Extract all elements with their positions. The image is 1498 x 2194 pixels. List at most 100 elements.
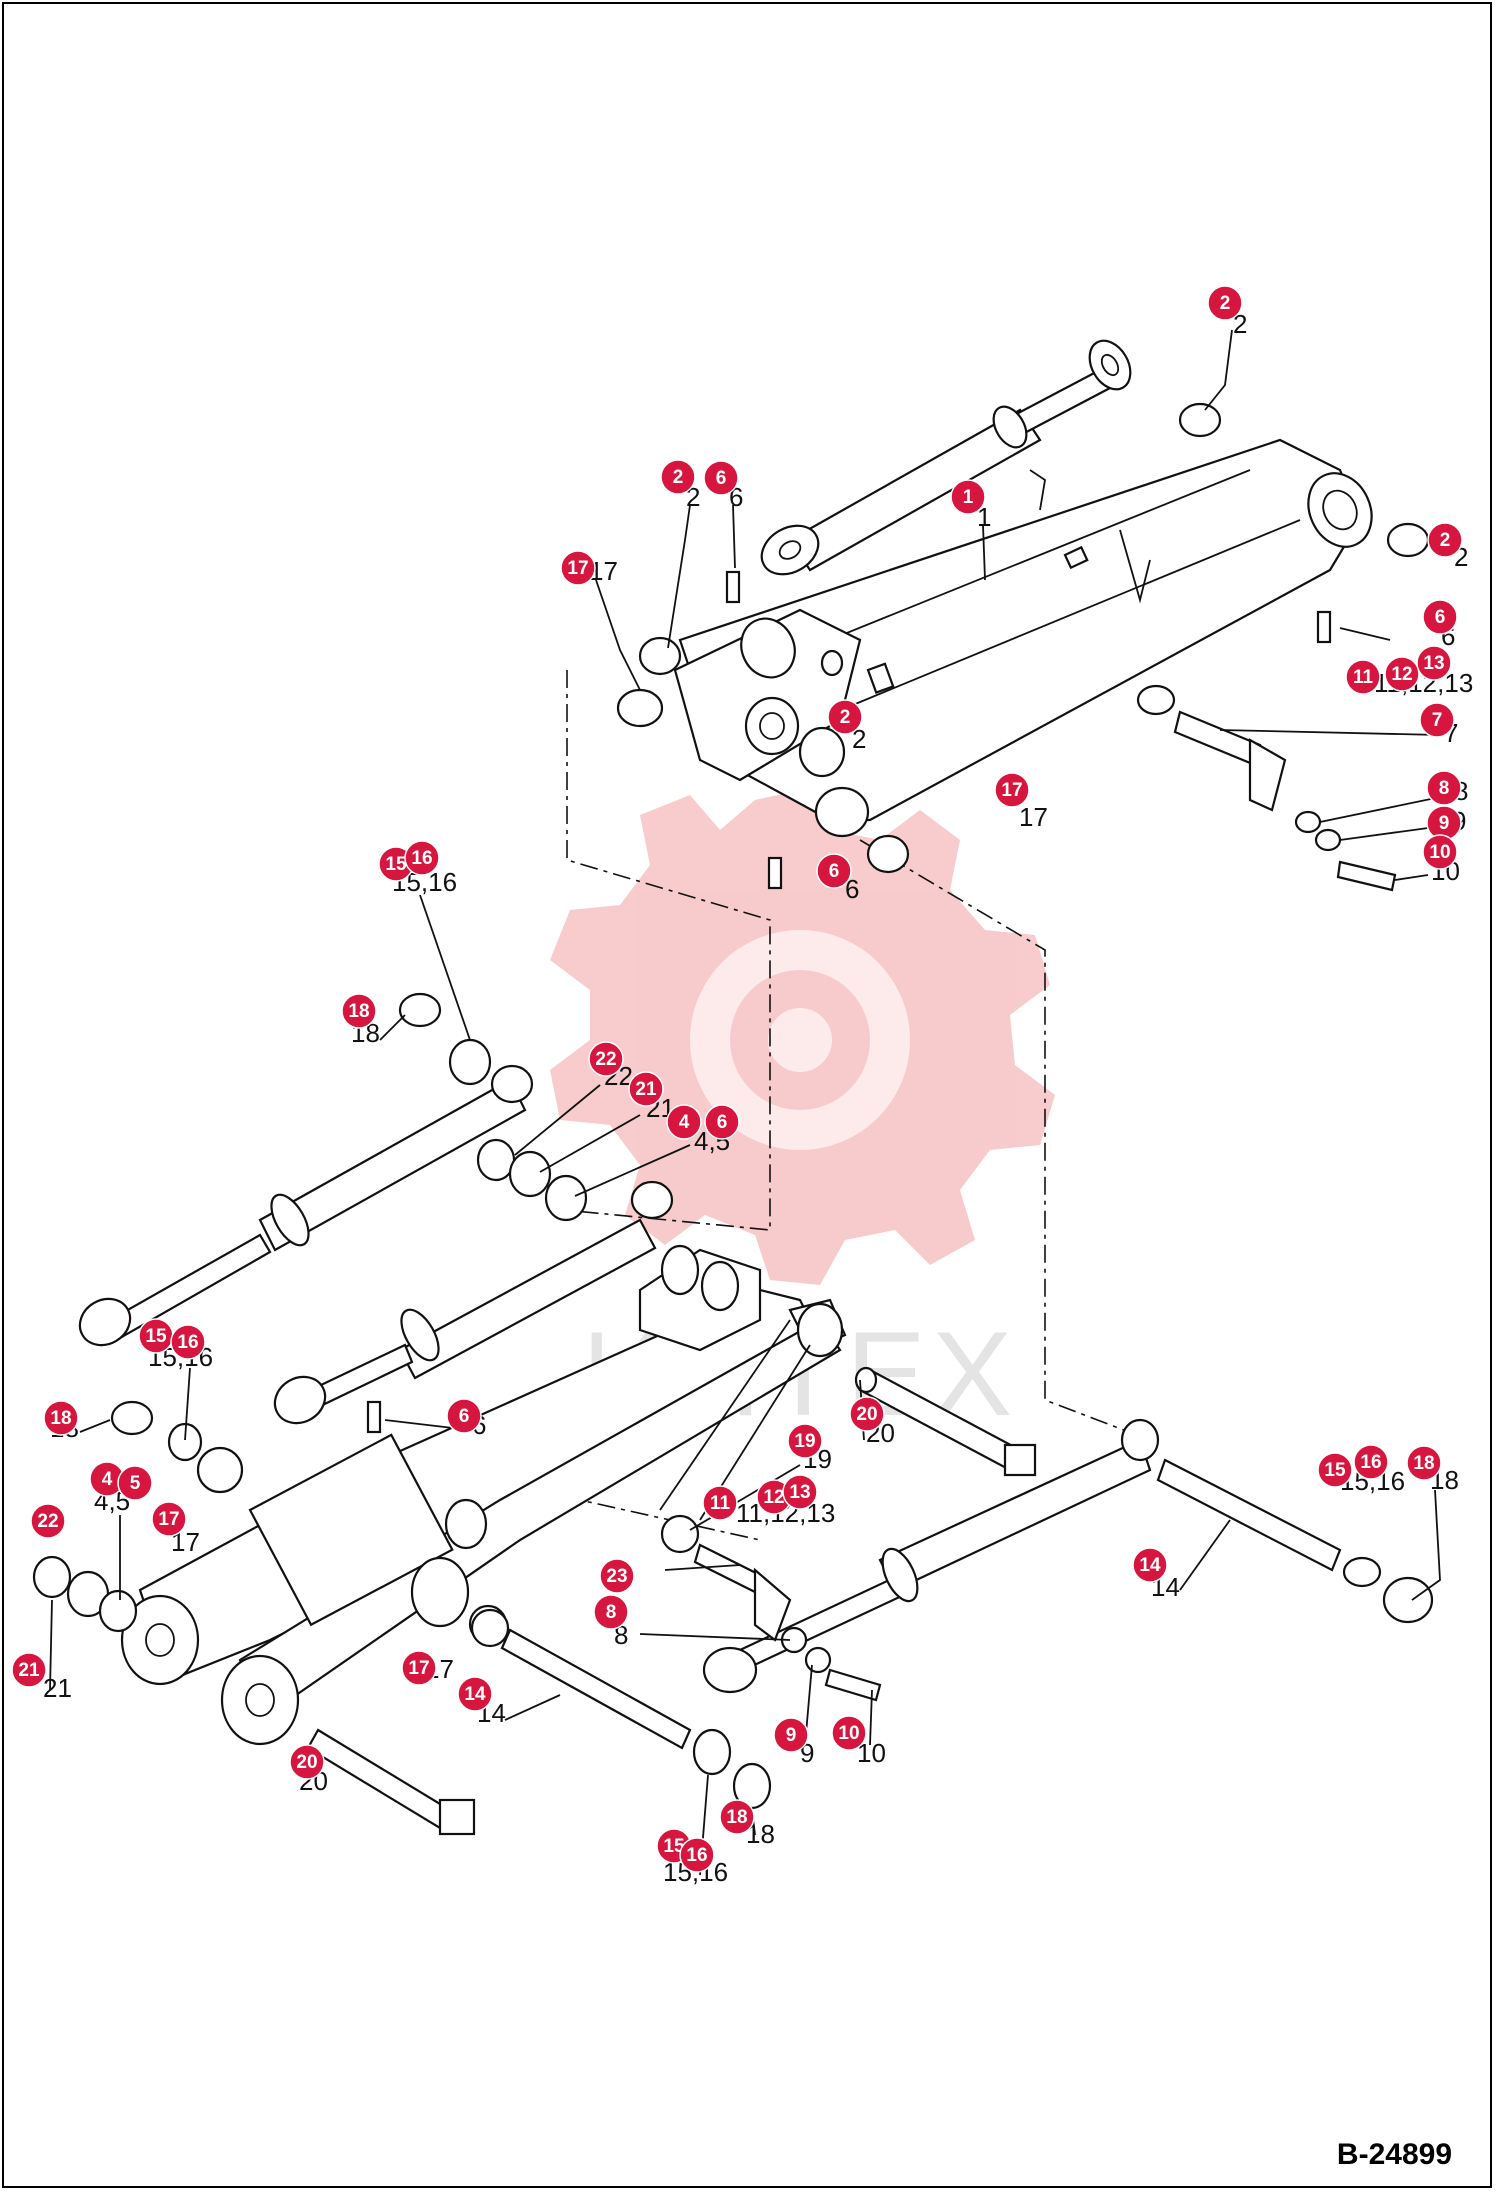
callout-badge: [117, 1465, 153, 1501]
callout-number: 10: [1429, 842, 1450, 863]
callout-c14a[interactable]: 14: [1132, 1547, 1168, 1583]
callout-c5[interactable]: 5: [117, 1465, 153, 1501]
callout-badge: [1422, 834, 1458, 870]
callout-c16c[interactable]: 16: [1353, 1444, 1389, 1480]
callout-badge: [994, 772, 1030, 808]
callout-number: 2: [1440, 530, 1451, 551]
callout-c6b[interactable]: 6: [1422, 599, 1458, 635]
callout-number: 16: [177, 1332, 198, 1353]
callout-c2d[interactable]: 2: [827, 699, 863, 735]
callout-c6a[interactable]: 6: [703, 460, 739, 496]
part-label-l6c: 6: [845, 874, 859, 904]
callout-number: 14: [1139, 1555, 1161, 1576]
callout-c6c[interactable]: 6: [816, 853, 852, 889]
callout-badge: [1345, 659, 1381, 695]
callout-c21a[interactable]: 21: [628, 1071, 664, 1107]
callout-c15b[interactable]: 15: [138, 1318, 174, 1354]
callout-c14b[interactable]: 14: [457, 1676, 493, 1712]
callout-c17b[interactable]: 17: [994, 772, 1030, 808]
lower-arm-assembly: [32, 992, 1434, 1836]
callout-c19[interactable]: 19: [787, 1423, 823, 1459]
callout-badge: [816, 853, 852, 889]
callout-c20a[interactable]: 20: [849, 1396, 885, 1432]
callout-c10a[interactable]: 10: [1422, 834, 1458, 870]
callout-c22b[interactable]: 22: [30, 1503, 66, 1539]
callout-c6d[interactable]: 6: [704, 1104, 740, 1140]
callout-number: 18: [726, 1807, 747, 1828]
callout-badge: [1406, 1445, 1442, 1481]
callout-number: 20: [296, 1752, 317, 1773]
callout-badge: [679, 1837, 715, 1873]
part-label-l1: 1: [977, 502, 991, 532]
callout-number: 6: [829, 861, 840, 882]
callout-badge: [628, 1071, 664, 1107]
callout-badge: [827, 699, 863, 735]
callout-number: 6: [716, 468, 727, 489]
callout-c7[interactable]: 7: [1419, 702, 1455, 738]
callout-c8b[interactable]: 8: [593, 1594, 629, 1630]
callout-badge: [560, 550, 596, 586]
callout-c17d[interactable]: 17: [401, 1650, 437, 1686]
callout-c17a[interactable]: 17: [560, 550, 596, 586]
callout-number: 6: [459, 1406, 470, 1427]
callout-c9b[interactable]: 9: [773, 1717, 809, 1753]
callout-number: 21: [18, 1660, 40, 1681]
callout-number: 9: [786, 1725, 797, 1746]
callout-c16d[interactable]: 16: [679, 1837, 715, 1873]
callout-c18a[interactable]: 18: [341, 993, 377, 1029]
callout-c18b[interactable]: 18: [43, 1400, 79, 1436]
callout-c23[interactable]: 23: [599, 1558, 635, 1594]
callout-c21b[interactable]: 21: [11, 1652, 47, 1688]
callout-badge: [831, 1715, 867, 1751]
callout-c4a[interactable]: 4: [666, 1104, 702, 1140]
callout-c1[interactable]: 1: [950, 479, 986, 515]
callout-c13a[interactable]: 13: [1416, 645, 1452, 681]
callout-c18c[interactable]: 18: [1406, 1445, 1442, 1481]
callout-badge: [401, 1650, 437, 1686]
callout-c2a[interactable]: 2: [1207, 285, 1243, 321]
callout-c6e[interactable]: 6: [446, 1398, 482, 1434]
callout-badge: [704, 1104, 740, 1140]
callout-badge: [1207, 285, 1243, 321]
callout-number: 18: [348, 1001, 369, 1022]
pin-20-lower: [306, 1728, 476, 1836]
boom-foot-bracket: [673, 608, 895, 838]
callout-c12a[interactable]: 12: [1384, 656, 1420, 692]
callout-number: 13: [1423, 653, 1444, 674]
callout-c20b[interactable]: 20: [289, 1744, 325, 1780]
part-label-l21b: 21: [43, 1673, 72, 1703]
callout-number: 6: [1435, 607, 1446, 628]
pin-7-assembly: [1173, 710, 1397, 892]
callout-badge: [1419, 702, 1455, 738]
callout-badge: [151, 1501, 187, 1537]
callout-c11a[interactable]: 11: [1345, 659, 1381, 695]
callout-number: 12: [763, 1487, 784, 1508]
callout-c16a[interactable]: 16: [404, 840, 440, 876]
callout-badge: [593, 1594, 629, 1630]
callout-badge: [1427, 522, 1463, 558]
callout-c18d[interactable]: 18: [719, 1799, 755, 1835]
callout-number: 18: [50, 1408, 71, 1429]
callout-c16b[interactable]: 16: [170, 1324, 206, 1360]
callout-c8a[interactable]: 8: [1426, 770, 1462, 806]
callout-badge: [457, 1676, 493, 1712]
callout-badge: [703, 460, 739, 496]
callout-c2b[interactable]: 2: [660, 459, 696, 495]
callout-badge: [719, 1799, 755, 1835]
middle-cylinder: [273, 1180, 674, 1425]
callout-badge: [660, 459, 696, 495]
callout-badge: [30, 1503, 66, 1539]
callout-c15c[interactable]: 15: [1317, 1452, 1353, 1488]
callout-c17c[interactable]: 17: [151, 1501, 187, 1537]
callout-c10b[interactable]: 10: [831, 1715, 867, 1751]
callout-c12b[interactable]: 12: [756, 1479, 792, 1515]
callout-number: 18: [1413, 1453, 1434, 1474]
right-cylinder: [702, 1418, 1160, 1694]
callout-number: 17: [567, 558, 588, 579]
callout-c2c[interactable]: 2: [1427, 522, 1463, 558]
callout-c22a[interactable]: 22: [588, 1041, 624, 1077]
callout-c13b[interactable]: 13: [782, 1474, 818, 1510]
callout-c11b[interactable]: 11: [702, 1485, 738, 1521]
